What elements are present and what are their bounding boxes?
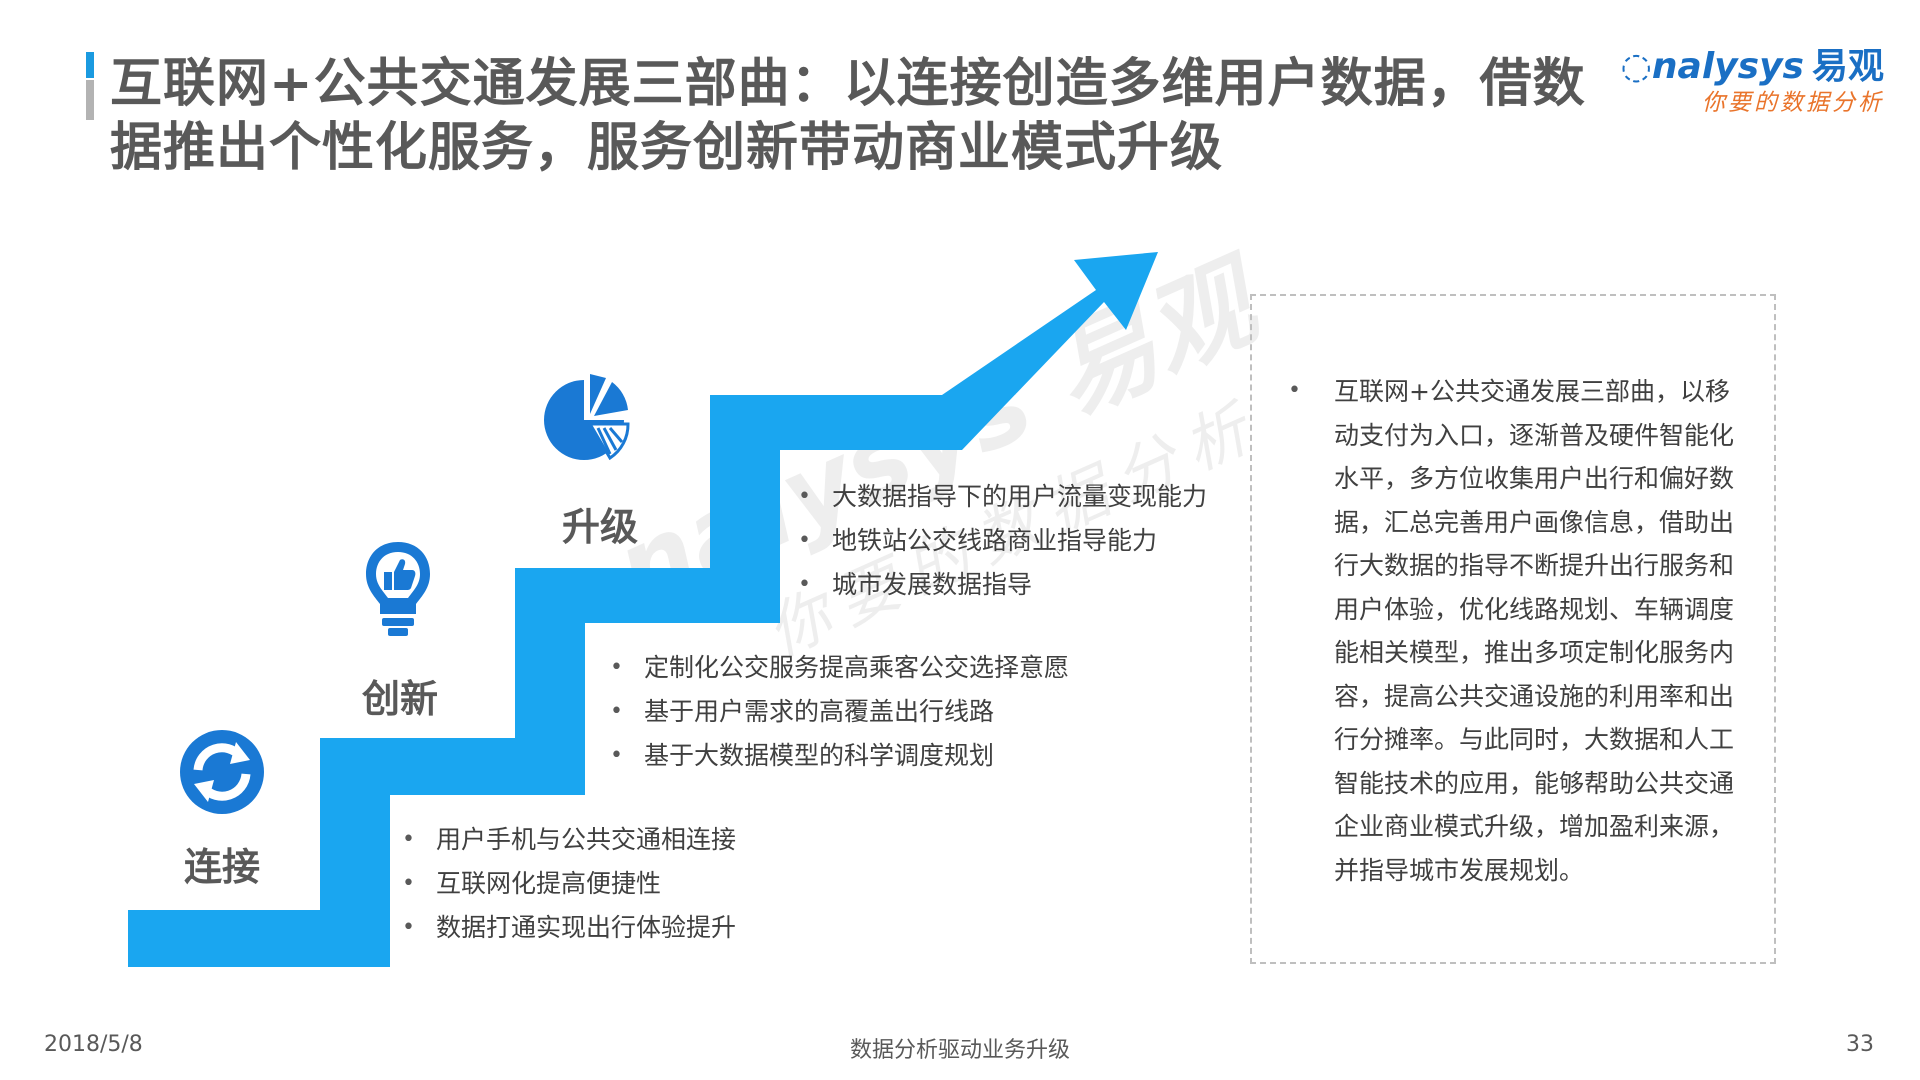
summary-box: • 互联网+公共交通发展三部曲，以移动支付为入口，逐渐普及硬件智能化水平，多方位…: [1250, 294, 1776, 964]
logo-brand-cn: 易观: [1811, 46, 1884, 87]
page-number: 33: [1846, 1032, 1874, 1057]
lightbulb-thumbsup-icon: [366, 542, 430, 636]
summary-text: 互联网+公共交通发展三部曲，以移动支付为入口，逐渐普及硬件智能化水平，多方位收集…: [1334, 377, 1735, 885]
logo-brand: nalysys: [1651, 46, 1804, 87]
pie-chart-icon: [544, 374, 630, 461]
list-item: 用户手机与公共交通相连接: [402, 818, 736, 862]
list-item: 数据打通实现出行体验提升: [402, 906, 736, 950]
summary-bullet-icon: •: [1288, 378, 1301, 403]
stage-label-upgrade: 升级: [561, 505, 638, 549]
footer-caption: 数据分析驱动业务升级: [849, 1038, 1070, 1063]
stage-label-innovate: 创新: [361, 677, 438, 721]
list-item: 定制化公交服务提高乘客公交选择意愿: [610, 646, 1069, 690]
stage-connect-bullets: 用户手机与公共交通相连接 互联网化提高便捷性 数据打通实现出行体验提升: [402, 818, 736, 950]
stage-label-connect: 连接: [183, 845, 260, 889]
logo-o-icon: ◌: [1620, 46, 1652, 87]
title-accent-blue: [86, 52, 94, 78]
staircase-arrow-shape: [128, 252, 1158, 967]
page-title: 互联网+公共交通发展三部曲：以连接创造多维用户数据，借数据推出个性化服务，服务创…: [110, 54, 1586, 178]
logo-tagline: 你要的数据分析: [1702, 90, 1884, 116]
refresh-icon: [180, 730, 264, 814]
title-accent-bar: [86, 52, 94, 120]
list-item: 地铁站公交线路商业指导能力: [798, 519, 1207, 563]
stage-upgrade-bullets: 大数据指导下的用户流量变现能力 地铁站公交线路商业指导能力 城市发展数据指导: [798, 475, 1207, 607]
title-accent-gray: [86, 80, 94, 120]
footer-date: 2018/5/8: [44, 1032, 143, 1057]
list-item: 城市发展数据指导: [798, 563, 1207, 607]
list-item: 大数据指导下的用户流量变现能力: [798, 475, 1207, 519]
list-item: 基于用户需求的高覆盖出行线路: [610, 690, 1069, 734]
stage-innovate-bullets: 定制化公交服务提高乘客公交选择意愿 基于用户需求的高覆盖出行线路 基于大数据模型…: [610, 646, 1069, 778]
list-item: 互联网化提高便捷性: [402, 862, 736, 906]
list-item: 基于大数据模型的科学调度规划: [610, 734, 1069, 778]
